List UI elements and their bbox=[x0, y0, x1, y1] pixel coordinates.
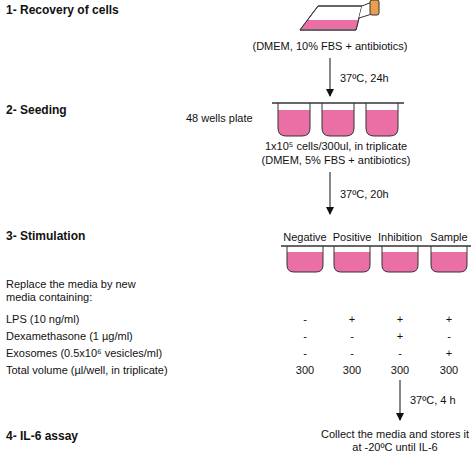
step-arrow bbox=[330, 58, 331, 96]
protocol-text: 37ºC, 20h bbox=[340, 188, 440, 201]
protocol-text: Dexamethasone (1 µg/ml) bbox=[6, 330, 276, 343]
protocol-text: Replace the media by new media containin… bbox=[6, 278, 146, 304]
protocol-text: - bbox=[285, 330, 325, 343]
protocol-text: Inhibition bbox=[370, 231, 430, 244]
protocol-text: - bbox=[332, 330, 372, 343]
protocol-text: - bbox=[332, 347, 372, 360]
protocol-text: (DMEM, 10% FBS + antibiotics) bbox=[220, 40, 440, 53]
protocol-text: Total volume (µl/well, in triplicate) bbox=[6, 364, 276, 377]
well-plate bbox=[281, 246, 471, 272]
protocol-text: + bbox=[380, 313, 420, 326]
protocol-text: 300 bbox=[429, 364, 469, 377]
protocol-text: 37ºC, 24h bbox=[340, 72, 440, 85]
protocol-text: 48 wells plate bbox=[186, 112, 276, 125]
protocol-text: - bbox=[429, 330, 469, 343]
protocol-text: - bbox=[285, 347, 325, 360]
protocol-text: 300 bbox=[332, 364, 372, 377]
protocol-text: 37ºC, 4 h bbox=[410, 394, 474, 407]
step-arrow bbox=[400, 380, 401, 420]
protocol-text: - bbox=[285, 313, 325, 326]
step-heading: 2- Seeding bbox=[6, 104, 156, 117]
culture-flask bbox=[300, 0, 379, 30]
protocol-text: Sample bbox=[419, 231, 474, 244]
protocol-text: 1x10⁵ cells/300ul, in triplicate bbox=[226, 140, 446, 153]
protocol-text: + bbox=[429, 347, 469, 360]
step-heading: 3- Stimulation bbox=[6, 230, 156, 243]
protocol-text: + bbox=[332, 313, 372, 326]
protocol-text: Negative bbox=[275, 231, 335, 244]
protocol-text: Positive bbox=[322, 231, 382, 244]
protocol-text: - bbox=[380, 347, 420, 360]
protocol-text: + bbox=[429, 313, 469, 326]
protocol-text: 300 bbox=[285, 364, 325, 377]
protocol-text: LPS (10 ng/ml) bbox=[6, 313, 276, 326]
step-arrow bbox=[330, 172, 331, 214]
well-plate bbox=[272, 103, 404, 136]
protocol-text: Collect the media and stores it at -20ºC… bbox=[315, 428, 474, 454]
protocol-text: (DMEM, 5% FBS + antibiotics) bbox=[226, 154, 446, 167]
protocol-text: 300 bbox=[380, 364, 420, 377]
protocol-text: Exosomes (0.5x10⁶ vesicles/ml) bbox=[6, 347, 276, 360]
protocol-text: + bbox=[380, 330, 420, 343]
step-heading: 4- IL-6 assay bbox=[6, 430, 156, 443]
step-heading: 1- Recovery of cells bbox=[6, 4, 206, 17]
